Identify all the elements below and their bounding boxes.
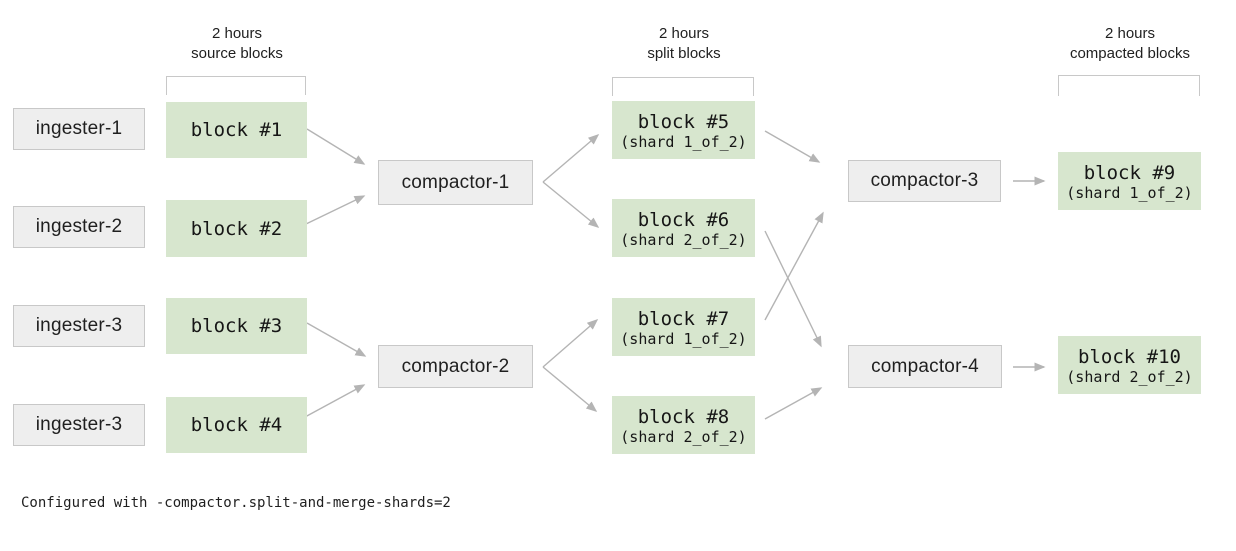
split-blocks-header: 2 hours split blocks xyxy=(603,24,765,64)
arrow-block-8-to-compactor-4 xyxy=(764,387,823,420)
compactor-1-box: compactor-1 xyxy=(378,160,533,205)
source-blocks-header: 2 hours source blocks xyxy=(156,24,318,64)
split-blocks-bracket xyxy=(612,77,754,96)
block-6: block #6 (shard 2_of_2) xyxy=(612,199,755,257)
arrow-compactor-2-to-block-8 xyxy=(542,366,598,412)
compactor-label: compactor-3 xyxy=(870,170,979,191)
block-shard-label: (shard 1_of_2) xyxy=(620,132,747,151)
header-line2: compacted blocks xyxy=(1069,45,1191,62)
block-label: block #9 xyxy=(1083,161,1176,184)
header-line1: 2 hours xyxy=(1104,25,1156,42)
block-4: block #4 xyxy=(166,397,307,453)
arrow-block-7-to-compactor-3 xyxy=(764,211,824,321)
block-3: block #3 xyxy=(166,298,307,354)
arrow-block-6-to-compactor-4 xyxy=(764,230,822,348)
block-label: block #4 xyxy=(190,414,283,436)
block-7: block #7 (shard 1_of_2) xyxy=(612,298,755,356)
ingester-label: ingester-3 xyxy=(35,315,123,336)
block-10: block #10 (shard 2_of_2) xyxy=(1058,336,1201,394)
block-shard-label: (shard 2_of_2) xyxy=(620,427,747,446)
block-label: block #8 xyxy=(637,405,730,428)
ingester-3-box: ingester-3 xyxy=(13,305,145,347)
compactor-label: compactor-2 xyxy=(401,355,510,377)
compactor-2-box: compactor-2 xyxy=(378,345,533,388)
arrow-block-5-to-compactor-3 xyxy=(764,130,821,163)
header-line2: source blocks xyxy=(191,45,283,62)
header-line1: 2 hours xyxy=(211,25,263,42)
compactor-label: compactor-1 xyxy=(401,171,510,193)
block-label: block #7 xyxy=(637,307,730,330)
block-5: block #5 (shard 1_of_2) xyxy=(612,101,755,159)
block-label: block #10 xyxy=(1078,345,1181,368)
ingester-1-box: ingester-1 xyxy=(13,108,145,150)
compacted-blocks-bracket xyxy=(1058,75,1200,96)
arrow-block-2-to-compactor-1 xyxy=(305,195,366,225)
arrow-compactor-1-to-block-6 xyxy=(542,181,600,228)
arrow-compactor-1-to-block-5 xyxy=(542,134,600,183)
block-label: block #5 xyxy=(637,110,730,133)
block-shard-label: (shard 1_of_2) xyxy=(1066,183,1193,202)
compacted-blocks-header: 2 hours compacted blocks xyxy=(1030,24,1230,64)
block-shard-label: (shard 2_of_2) xyxy=(1066,367,1193,386)
block-9: block #9 (shard 1_of_2) xyxy=(1058,152,1201,210)
header-line2: split blocks xyxy=(647,45,721,62)
block-label: block #2 xyxy=(190,217,283,240)
source-blocks-bracket xyxy=(166,76,306,95)
arrow-block-3-to-compactor-2 xyxy=(306,322,367,357)
ingester-label: ingester-2 xyxy=(35,216,123,237)
ingester-2-box: ingester-2 xyxy=(13,206,145,248)
compactor-3-box: compactor-3 xyxy=(848,160,1001,202)
compactor-4-box: compactor-4 xyxy=(848,345,1002,388)
ingester-label: ingester-3 xyxy=(35,414,123,435)
block-1: block #1 xyxy=(166,102,307,158)
ingester-3b-box: ingester-3 xyxy=(13,404,145,446)
arrow-block-1-to-compactor-1 xyxy=(306,128,366,165)
arrow-block-4-to-compactor-2 xyxy=(304,384,366,418)
header-line1: 2 hours xyxy=(658,25,710,42)
compactor-label: compactor-4 xyxy=(871,355,979,377)
block-2: block #2 xyxy=(166,200,307,257)
block-shard-label: (shard 1_of_2) xyxy=(620,329,747,348)
arrow-compactor-2-to-block-7 xyxy=(542,319,599,368)
config-caption: Configured with -compactor.split-and-mer… xyxy=(21,495,451,511)
block-label: block #6 xyxy=(637,208,730,231)
block-label: block #1 xyxy=(190,119,283,141)
block-8: block #8 (shard 2_of_2) xyxy=(612,396,755,454)
block-label: block #3 xyxy=(190,315,283,337)
block-shard-label: (shard 2_of_2) xyxy=(620,230,747,249)
ingester-label: ingester-1 xyxy=(35,118,123,139)
